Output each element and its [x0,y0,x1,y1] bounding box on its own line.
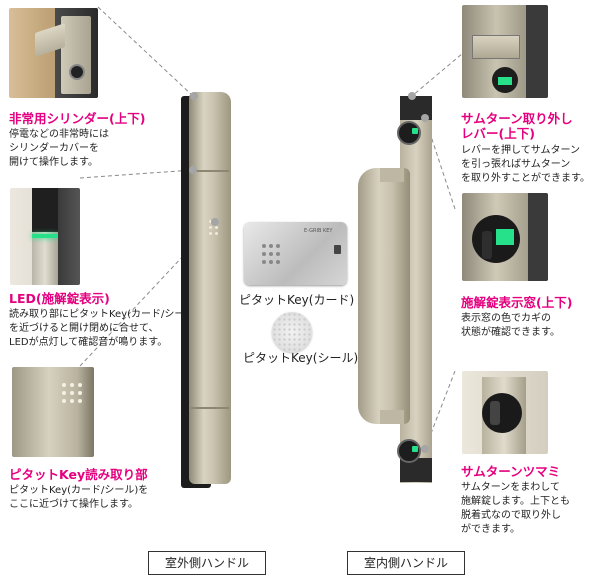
sticker-caption: ピタットKey(シール) [243,351,359,365]
key-sticker [272,312,312,352]
leader-line-led [79,169,194,179]
indoor-handle [354,92,444,487]
indicator-window-title: 施解錠表示窓(上下) [461,295,573,310]
outdoor-handle-label: 室外側ハンドル [148,551,266,575]
lower-thumbturn-knob[interactable] [397,439,421,463]
key-card: E-GRIB KEY [244,222,347,285]
outdoor-reader-marker [211,218,219,226]
indoor-top-marker [408,92,416,100]
cylinder-desc: 停電などの非常時には シリンダーカバーを 開けて操作します。 [9,129,109,168]
led-desc: 読み取り部にピタットKey(カード/シール) を近づけると開け閉めに合せて、 L… [9,309,199,348]
thumbturn-desc: サムターンをまわして 施解錠します。上下とも 脱着式なので取り外し ができます。 [461,482,570,535]
indoor-thumbturn-marker [421,445,429,453]
release-lever-desc: レバーを押してサムターン を引っ張ればサムターン を取り外すことができます。 [461,145,590,184]
indoor-handle-label: 室内側ハンドル [347,551,465,575]
cylinder-title: 非常用シリンダー(上下) [9,111,146,126]
release-lever-closeup-photo [462,5,548,98]
indicator-window-desc: 表示窓の色でカギの 状態が確認できます。 [461,313,560,338]
reader-title: ピタットKey読み取り部 [9,467,148,482]
indoor-indicator-marker [421,114,429,122]
led-title: LED(施解錠表示) [9,291,110,306]
cylinder-closeup-photo [9,8,98,98]
outdoor-handle [177,92,239,490]
indoor-grip [358,168,410,424]
outdoor-grip [189,92,231,484]
reader-closeup-photo [12,367,94,457]
outdoor-led-marker [189,166,197,174]
outdoor-top-marker [190,92,198,100]
card-caption: ピタットKey(カード) [239,293,355,307]
thumbturn-title: サムターンツマミ [461,464,561,479]
reader-desc: ピタットKey(カード/シール)を ここに近づけて操作します。 [9,485,149,510]
led-closeup-photo [10,188,80,285]
card-text: E-GRIB KEY [304,228,333,234]
release-lever-title: サムターン取り外し レバー(上下) [461,111,573,141]
thumbturn-closeup-photo [462,371,548,454]
leader-line-cylinder [97,6,194,97]
indicator-window-closeup-photo [462,193,548,281]
